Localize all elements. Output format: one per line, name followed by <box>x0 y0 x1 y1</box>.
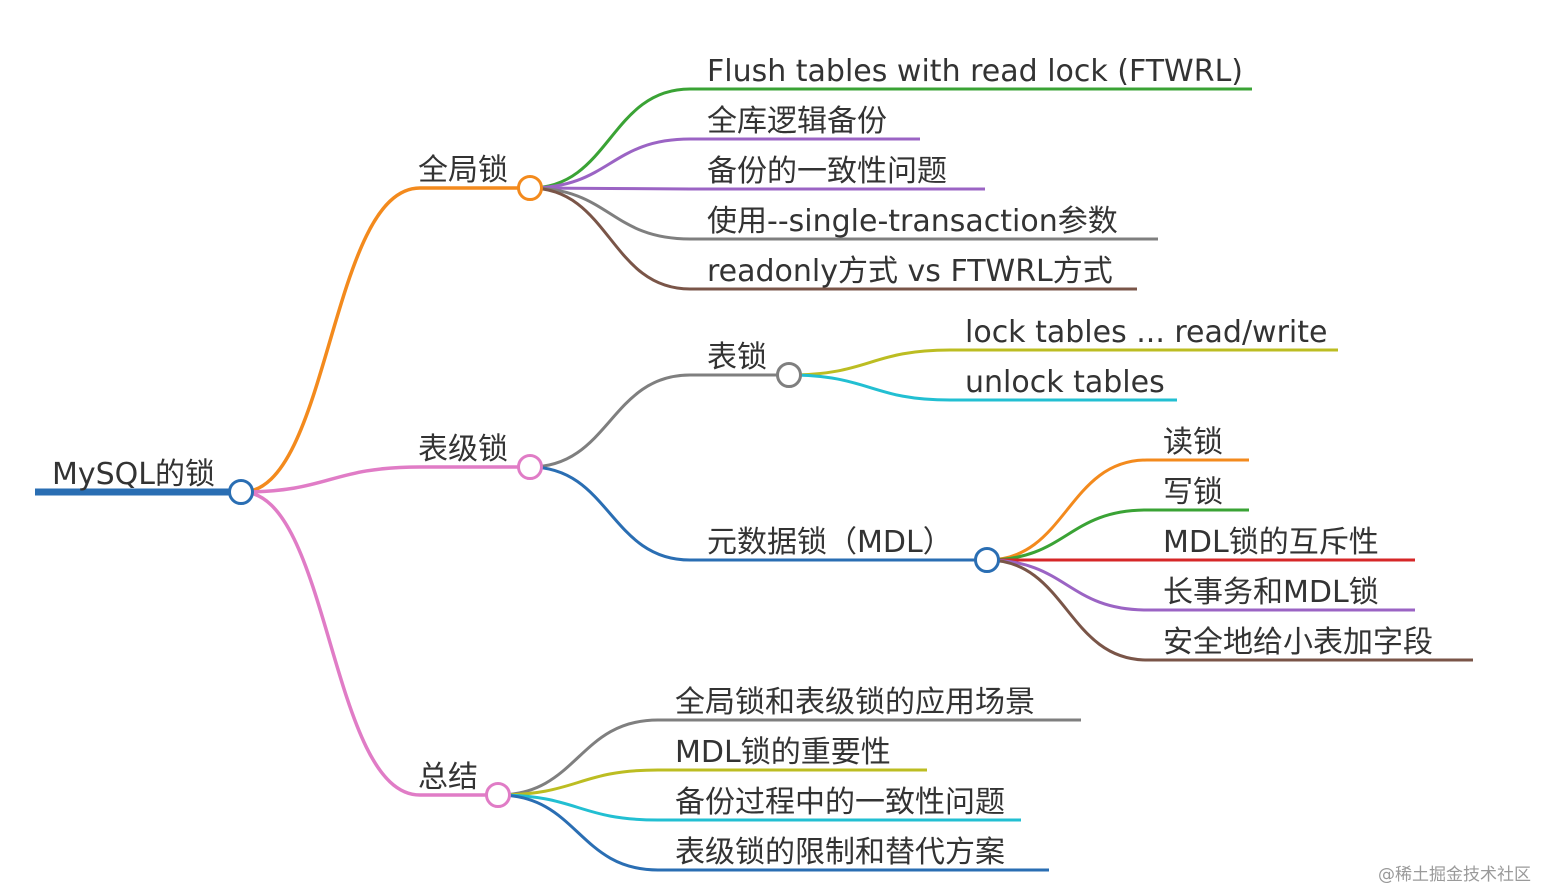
leaf-long-transaction: 长事务和MDL锁 <box>1163 575 1379 610</box>
leaf-readonly-vs-ftwrl: readonly方式 vs FTWRL方式 <box>707 254 1113 289</box>
leaf-safe-add-column: 安全地给小表加字段 <box>1163 625 1433 660</box>
connector-mdl-4 <box>986 558 1473 662</box>
leaf-limits-alternatives: 表级锁的限制和替代方案 <box>675 835 1005 870</box>
connector-global-3 <box>529 186 1158 241</box>
leaf-use-cases: 全局锁和表级锁的应用场景 <box>675 685 1035 720</box>
leaf-backup-consistency: 备份的一致性问题 <box>707 154 947 189</box>
connector-summary-0 <box>497 718 1081 797</box>
connector-mdl-0 <box>986 458 1249 562</box>
leaf-backup-consistency-summary: 备份过程中的一致性问题 <box>675 785 1005 820</box>
connector-branch-2 <box>241 490 498 797</box>
connector-summary-3 <box>497 793 1049 872</box>
leaf-lock-tables: lock tables ... read/write <box>965 315 1327 350</box>
leaf-full-backup: 全库逻辑备份 <box>707 104 887 139</box>
connector-mdl-1 <box>986 508 1249 562</box>
connector-summary-2 <box>497 793 1021 822</box>
connector-branch-0 <box>241 186 530 494</box>
connector-table-0 <box>529 373 789 469</box>
connector-global-2 <box>529 186 985 191</box>
connector-table-1 <box>529 465 987 562</box>
node-label-table-lock: 表锁 <box>707 340 767 375</box>
connector-mdl-3 <box>986 558 1415 612</box>
connector-tablelock-1 <box>788 373 1177 402</box>
leaf-write-lock: 写锁 <box>1163 475 1223 510</box>
leaf-ftwrl: Flush tables with read lock (FTWRL) <box>707 54 1243 89</box>
collapse-toggle-global-lock[interactable] <box>517 175 543 201</box>
connector-global-4 <box>529 186 1137 291</box>
node-label-mdl: 元数据锁（MDL） <box>707 525 953 560</box>
collapse-toggle-table-lock-sub[interactable] <box>776 362 802 388</box>
collapse-toggle-table-lock[interactable] <box>517 454 543 480</box>
collapse-toggle-root[interactable] <box>228 479 254 505</box>
branch-label-global-lock: 全局锁 <box>418 153 508 188</box>
watermark: @稀土掘金技术社区 <box>1378 865 1531 885</box>
branch-label-table-lock: 表级锁 <box>418 432 508 467</box>
collapse-toggle-mdl[interactable] <box>974 547 1000 573</box>
connector-tablelock-0 <box>788 348 1338 377</box>
connector-global-0 <box>529 87 1252 190</box>
branch-label-summary: 总结 <box>418 760 478 795</box>
leaf-read-lock: 读锁 <box>1163 425 1223 460</box>
connector-branch-1 <box>241 465 530 494</box>
collapse-toggle-summary[interactable] <box>485 782 511 808</box>
leaf-unlock-tables: unlock tables <box>965 365 1165 400</box>
leaf-single-transaction: 使用--single-transaction参数 <box>707 204 1118 239</box>
leaf-mdl-importance: MDL锁的重要性 <box>675 735 891 770</box>
root-label: MySQL的锁 <box>52 457 215 492</box>
connector-summary-1 <box>497 768 927 797</box>
connector-global-1 <box>529 137 920 190</box>
leaf-mdl-mutex: MDL锁的互斥性 <box>1163 525 1379 560</box>
